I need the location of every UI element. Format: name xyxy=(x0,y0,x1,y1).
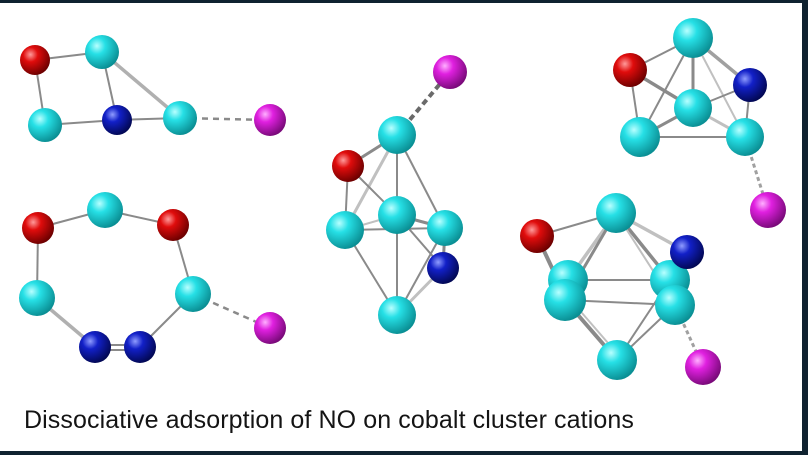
cluster-center xyxy=(326,55,467,334)
cluster-top-right xyxy=(613,18,786,228)
cluster-top-left xyxy=(20,35,286,142)
cluster-bottom-left xyxy=(19,192,286,363)
cluster-bottom-right xyxy=(520,193,721,385)
figure-caption: Dissociative adsorption of NO on cobalt … xyxy=(24,406,634,434)
